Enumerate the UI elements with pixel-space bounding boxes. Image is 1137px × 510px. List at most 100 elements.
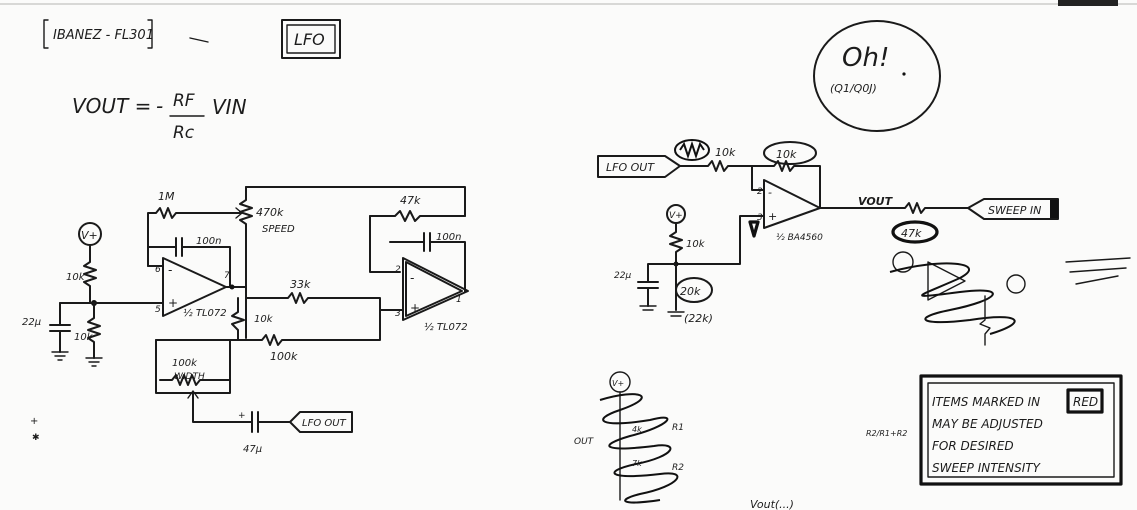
resistor-10k-top (83, 244, 97, 304)
sweep-pin2: 2 (757, 187, 763, 197)
sweep-r47k-label: 47k (901, 227, 922, 240)
svg-text:+: + (238, 411, 246, 421)
cap-100n-top (147, 237, 231, 288)
divider-r1-val: 4k (632, 425, 642, 434)
gain-formula: VOUT = - RF Rc VIN (72, 91, 247, 143)
paper-corner-mark (1058, 0, 1118, 6)
side-fraction-mark: R2/R1+R2 (866, 429, 907, 438)
red-circle-20k (675, 277, 713, 303)
adjustment-note-box: ITEMS MARKED IN RED MAY BE ADJUSTED FOR … (919, 374, 1123, 486)
divider-r2: R2 (672, 463, 684, 473)
resistor-10k-bottom (87, 302, 101, 359)
wire-top-return (245, 186, 466, 217)
c100n-top-label: 100n (196, 236, 221, 247)
r10k-bias-label: 10k (686, 239, 706, 250)
formula-minus: - (156, 94, 163, 118)
lfo-out-box-right (597, 155, 681, 178)
sweep-cap-22u (637, 263, 677, 307)
pot-470k-speed (239, 186, 253, 339)
oh-note-circle: Oh! (Q1/Q0J) (813, 20, 941, 132)
cap-47u (243, 411, 291, 433)
r10k-fb-label: 10k (776, 148, 797, 161)
sweep-in-label: SWEEP IN (988, 204, 1041, 217)
scribbled-divider-sketch: V+ OUT R1 R2 4k 7k (574, 371, 684, 504)
pot-speed-label: SPEED (262, 224, 295, 235)
r1m-label: 1M (158, 190, 175, 203)
opamp-2 (402, 257, 469, 321)
lfo-title-text: LFO (294, 30, 325, 49)
resistor-33k (245, 292, 404, 311)
lfo-out-box-left (289, 411, 353, 433)
formula-vout: VOUT = (72, 94, 151, 118)
resistor-10k-small (231, 297, 245, 341)
note-line4: SWEEP INTENSITY (932, 461, 1042, 475)
pin6: 6 (155, 265, 161, 275)
resistor-10k-in (679, 160, 765, 191)
opamp2-label: ½ TL072 (424, 321, 468, 333)
sweep-vout-label: VOUT (858, 195, 894, 208)
red-marked-scribble-1 (679, 140, 705, 160)
r10k-in-label: 10k (715, 146, 736, 159)
note-red-word: RED (1073, 395, 1098, 409)
sweep-vplus-label: V+ (669, 211, 683, 221)
scribbled-sketch-right (889, 251, 1131, 346)
wire-vout (819, 202, 969, 214)
resistor-47k (369, 210, 466, 222)
formula-numerator: RF (173, 91, 195, 111)
sweep-circuit: LFO OUT 10k 10k - + 2 3 ½ BA4560 V+ 10k … (597, 139, 1059, 325)
pot470k-label: 470k (256, 206, 284, 219)
oh-text: Oh! (842, 43, 889, 73)
c47u-label: 47µ (243, 444, 262, 455)
pin5: 5 (155, 305, 161, 315)
ground-2 (85, 357, 103, 367)
lfo-out-right-label: LFO OUT (606, 161, 655, 174)
pin3: 3 (395, 309, 401, 319)
pot100k-label: 100k (172, 358, 198, 369)
vplus-label: V+ (81, 229, 98, 242)
r100k-label: 100k (270, 350, 298, 363)
opamp1-label: ½ TL072 (183, 307, 227, 319)
red-word-box (1066, 388, 1104, 414)
svg-text:+: + (410, 301, 420, 315)
note-line2: MAY BE ADJUSTED (932, 417, 1043, 431)
cap-22u (49, 302, 71, 353)
divider-r1: R1 (672, 423, 684, 433)
bottom-handwriting: Vout(...) (750, 498, 794, 510)
svg-text:-: - (168, 263, 172, 277)
ground-1 (51, 351, 69, 361)
resistor-100k (155, 309, 381, 346)
r10k-small-label: 10k (254, 314, 274, 325)
sweep-opamp-label: ½ BA4560 (776, 233, 823, 243)
c100n-right-label: 100n (436, 232, 461, 243)
formula-vin: VIN (212, 95, 247, 119)
opamp-ba4560 (763, 179, 821, 229)
opamp-1 (162, 257, 227, 317)
divider-out: OUT (574, 437, 595, 447)
arrow-mark (189, 37, 209, 43)
red-circle-47k (891, 220, 939, 244)
r47k-label: 47k (400, 194, 421, 207)
red-circle-10k (763, 141, 817, 165)
r10k-top-label: 10k (66, 272, 86, 283)
svg-text:+: + (30, 416, 38, 427)
r22k-label: (22k) (684, 312, 713, 325)
note-line3: FOR DESIRED (932, 439, 1014, 453)
resistor-1m (147, 207, 241, 267)
bottom-mark-text: Vout(...) (750, 498, 794, 510)
oh-sub-text: (Q1/Q0J) (830, 82, 877, 95)
model-label: IBANEZ - FL301 (43, 19, 154, 49)
lfo-circuit: V+ 10k 22µ 10k - + 6 5 7 ½ TL072 1M 100n (22, 186, 469, 455)
r10k-bottom-label: 10k (74, 332, 94, 343)
svg-text:-: - (768, 186, 772, 199)
lfo-out-left-label: LFO OUT (302, 418, 347, 429)
sweep-c22u-label: 22µ (614, 271, 631, 281)
formula-denominator: Rc (173, 123, 195, 143)
model-text: IBANEZ - FL301 (53, 28, 154, 43)
r20k-label: 20k (680, 285, 701, 298)
cap-100n-right (389, 232, 466, 293)
sweep-pin3: 3 (757, 213, 763, 223)
divider-vplus: V+ (612, 379, 624, 388)
resistor-10k-fb (751, 160, 821, 209)
pin7: 7 (224, 271, 230, 281)
